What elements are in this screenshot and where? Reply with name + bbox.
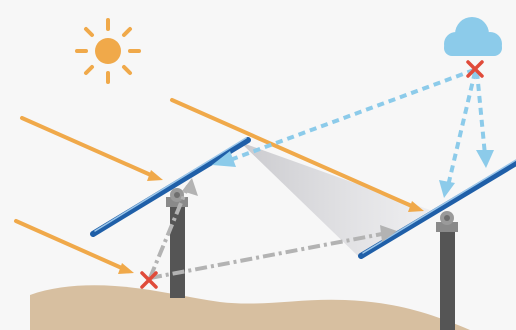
- sun-icon: [77, 20, 139, 82]
- tracker-post-right: [440, 228, 455, 330]
- tracker-post-left: [170, 202, 185, 298]
